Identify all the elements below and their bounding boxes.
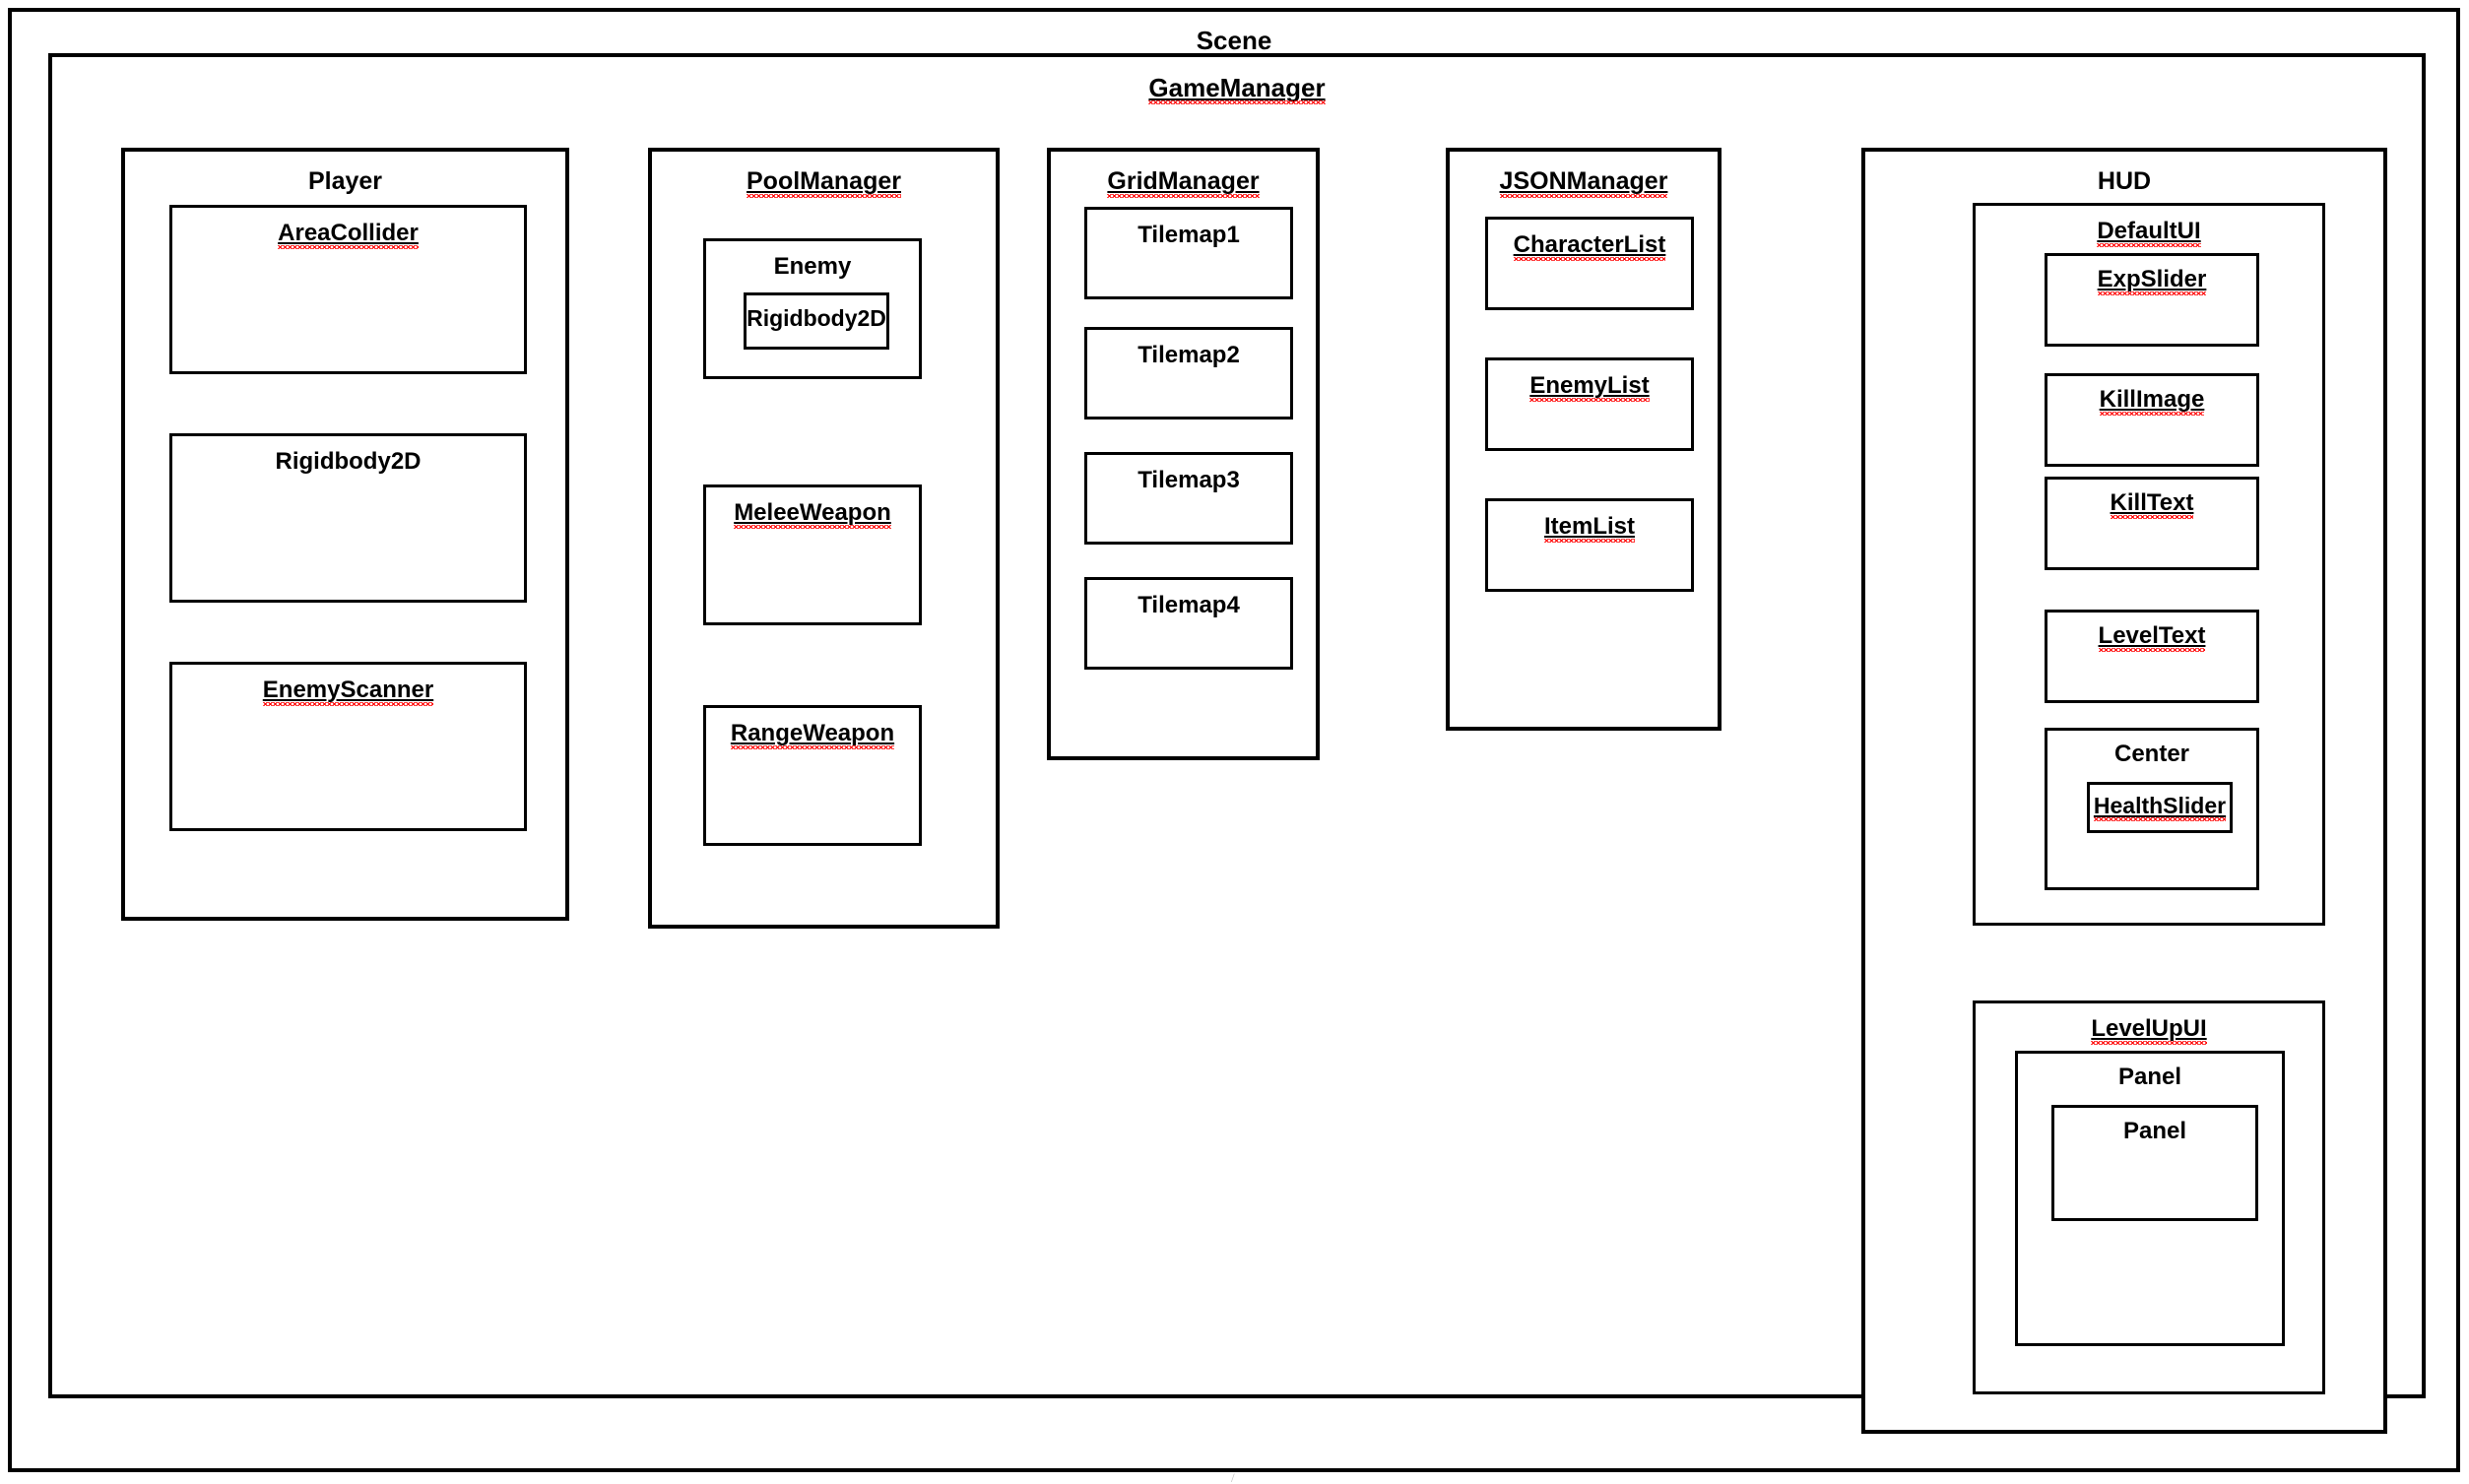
tilemap1-box: Tilemap1: [1084, 207, 1293, 299]
tilemap3-box: Tilemap3: [1084, 452, 1293, 545]
kill-text-box: KillText: [2045, 477, 2259, 570]
exp-slider-label: ExpSlider: [2097, 266, 2207, 295]
player-rigidbody2d-box: Rigidbody2D: [169, 433, 527, 603]
panel-inner-title: Panel: [2122, 1118, 2187, 1144]
hud-title: HUD: [2097, 167, 2152, 195]
default-ui-label: DefaultUI: [2097, 218, 2202, 247]
panel-outer-title: Panel: [2117, 1064, 2182, 1090]
exp-slider-title: ExpSlider: [2047, 266, 2256, 295]
character-list-label: CharacterList: [1513, 231, 1666, 261]
item-list-box: ItemList: [1485, 498, 1694, 592]
gamemanager-label: GameManager: [1148, 73, 1326, 104]
json-manager-title: JSONManager: [1450, 167, 1718, 198]
range-weapon-box: RangeWeapon: [703, 705, 922, 846]
hud-container: HUD DefaultUI ExpSlider KillImage: [1861, 148, 2387, 1434]
gamemanager-container: GameManager Player AreaCollider Rigidbod…: [48, 53, 2426, 1434]
pool-manager-label: PoolManager: [747, 167, 901, 198]
range-weapon-label: RangeWeapon: [730, 720, 895, 749]
tilemap2-title: Tilemap2: [1137, 342, 1240, 368]
pool-manager-container: PoolManager Enemy Rigidbody2D MeleeWeapo…: [648, 148, 1000, 929]
kill-image-title: KillImage: [2047, 386, 2256, 416]
panel-inner-box: Panel: [2051, 1105, 2258, 1221]
enemy-title: Enemy: [773, 253, 852, 280]
json-manager-container: JSONManager CharacterList EnemyList Item…: [1446, 148, 1722, 731]
scene-container: Scene GameManager Player AreaCollider Ri…: [8, 8, 2460, 1472]
pool-manager-title: PoolManager: [652, 167, 996, 198]
exp-slider-box: ExpSlider: [2045, 253, 2259, 347]
center-box: Center HealthSlider: [2045, 728, 2259, 890]
enemy-list-box: EnemyList: [1485, 357, 1694, 451]
level-text-label: LevelText: [2098, 622, 2206, 652]
player-container: Player AreaCollider Rigidbody2D EnemySca…: [121, 148, 569, 921]
tilemap4-title: Tilemap4: [1137, 592, 1240, 618]
player-rigidbody2d-title: Rigidbody2D: [275, 448, 422, 475]
area-collider-box: AreaCollider: [169, 205, 527, 374]
character-list-box: CharacterList: [1485, 217, 1694, 310]
kill-text-title: KillText: [2047, 489, 2256, 519]
json-manager-label: JSONManager: [1499, 167, 1668, 198]
levelup-ui-title: LevelUpUI: [1976, 1015, 2322, 1045]
character-list-title: CharacterList: [1488, 231, 1691, 261]
tilemap3-title: Tilemap3: [1137, 467, 1240, 493]
enemy-rigidbody2d-title: Rigidbody2D: [747, 305, 886, 331]
enemy-scanner-label: EnemyScanner: [262, 677, 434, 706]
enemy-scanner-box: EnemyScanner: [169, 662, 527, 831]
levelup-ui-label: LevelUpUI: [2091, 1015, 2208, 1045]
default-ui-title: DefaultUI: [1976, 218, 2322, 247]
player-title: Player: [307, 167, 383, 195]
tilemap1-title: Tilemap1: [1137, 222, 1240, 248]
tilemap2-box: Tilemap2: [1084, 327, 1293, 419]
health-slider-box: HealthSlider: [2087, 782, 2233, 833]
enemy-rigidbody2d-box: Rigidbody2D: [744, 292, 889, 350]
level-text-box: LevelText: [2045, 610, 2259, 703]
grid-manager-container: GridManager Tilemap1 Tilemap2 Tilemap3 T…: [1047, 148, 1320, 760]
enemy-list-title: EnemyList: [1488, 372, 1691, 402]
kill-text-label: KillText: [2110, 489, 2194, 519]
gamemanager-title: GameManager: [52, 73, 2422, 104]
center-title: Center: [2113, 741, 2190, 767]
kill-image-label: KillImage: [2099, 386, 2205, 416]
scene-title: Scene: [1196, 26, 1272, 55]
melee-weapon-label: MeleeWeapon: [734, 499, 891, 529]
level-text-title: LevelText: [2047, 622, 2256, 652]
panel-outer-box: Panel Panel: [2015, 1051, 2285, 1346]
area-collider-label: AreaCollider: [278, 220, 419, 249]
item-list-title: ItemList: [1488, 513, 1691, 543]
grid-manager-title: GridManager: [1051, 167, 1316, 198]
area-collider-title: AreaCollider: [172, 220, 524, 249]
enemy-list-label: EnemyList: [1529, 372, 1651, 402]
enemy-scanner-title: EnemyScanner: [172, 677, 524, 706]
grid-manager-label: GridManager: [1107, 167, 1260, 198]
page-bottom-artifact: /: [1231, 1470, 1235, 1484]
health-slider-label: HealthSlider: [2093, 793, 2227, 821]
health-slider-title: HealthSlider: [2090, 793, 2230, 821]
kill-image-box: KillImage: [2045, 373, 2259, 467]
default-ui-container: DefaultUI ExpSlider KillImage: [1973, 203, 2325, 926]
range-weapon-title: RangeWeapon: [706, 720, 919, 749]
enemy-box: Enemy Rigidbody2D: [703, 238, 922, 379]
melee-weapon-title: MeleeWeapon: [706, 499, 919, 529]
melee-weapon-box: MeleeWeapon: [703, 484, 922, 625]
tilemap4-box: Tilemap4: [1084, 577, 1293, 670]
levelup-ui-container: LevelUpUI Panel Panel: [1973, 1000, 2325, 1394]
item-list-label: ItemList: [1543, 513, 1636, 543]
